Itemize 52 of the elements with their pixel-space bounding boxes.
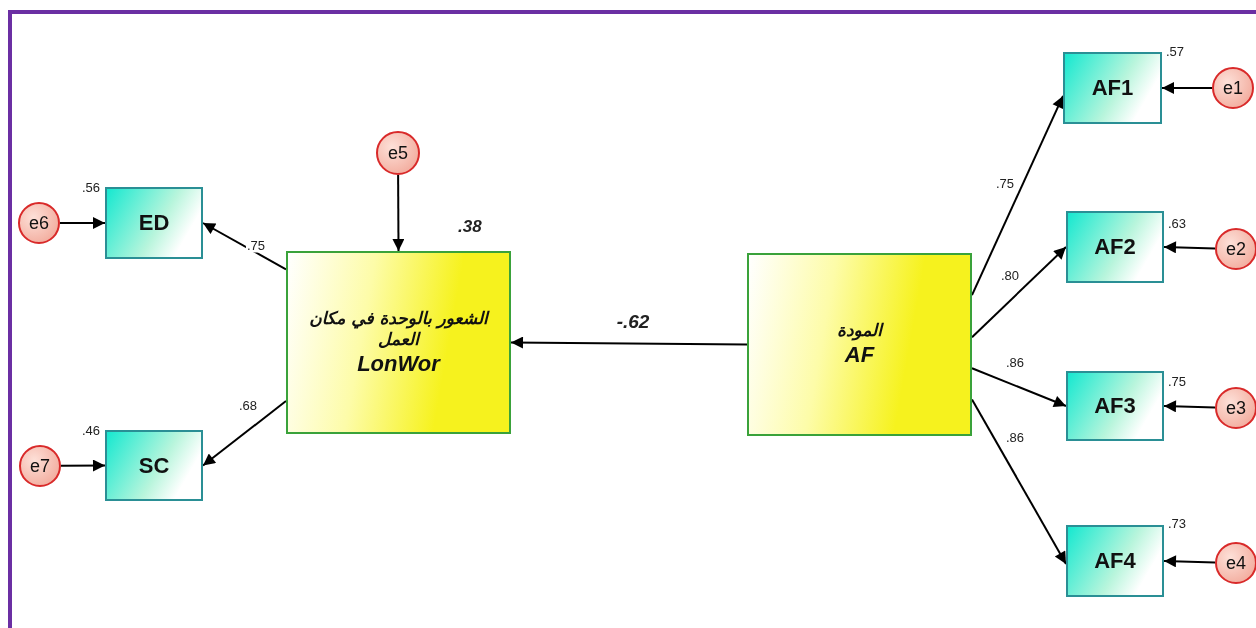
variable-name: AF3 (1094, 393, 1136, 419)
arrow (510, 336, 748, 349)
construct-code: LonWor (357, 350, 440, 378)
variable-name: e6 (29, 212, 49, 234)
variable-name: AF4 (1094, 548, 1136, 574)
arrow (202, 400, 287, 467)
error-term-circle (18, 202, 60, 244)
construct-name: المودة (836, 320, 885, 342)
variable-name: AF2 (1094, 234, 1136, 260)
latent-variable-box (286, 251, 511, 434)
arrow (392, 174, 405, 252)
construct-name: الشعور بالوحدة في مكان العمل (308, 307, 491, 350)
observed-variable-box (105, 187, 203, 259)
variable-name: ED (138, 210, 170, 236)
observed-variable-box (105, 430, 203, 501)
arrow (1161, 82, 1213, 94)
r-squared-value: .38 (458, 217, 482, 237)
observed-variable-box (1066, 371, 1164, 441)
error-term-circle (1215, 387, 1256, 429)
arrow (202, 222, 287, 271)
arrow (971, 398, 1067, 565)
error-term-circle (1212, 67, 1254, 109)
variable-name: e2 (1226, 238, 1246, 260)
arrow (971, 246, 1067, 339)
error-term-circle (376, 131, 420, 175)
variance-value: .75 (1168, 374, 1187, 389)
arrow (60, 459, 106, 472)
variable-name: e4 (1226, 552, 1246, 574)
variable-name: e7 (30, 455, 50, 477)
error-term-circle (19, 445, 61, 487)
observed-variable-box (1066, 211, 1164, 283)
error-term-circle (1215, 542, 1256, 584)
variance-value: .63 (1168, 216, 1187, 231)
variable-name: e3 (1226, 397, 1246, 419)
variance-value: .46 (82, 423, 101, 438)
variance-value: .73 (1168, 516, 1187, 531)
arrow (1163, 241, 1216, 254)
variable-name: SC (138, 452, 170, 479)
variable-name: AF1 (1091, 75, 1134, 101)
arrow (1163, 555, 1216, 568)
latent-variable-box (747, 253, 972, 436)
observed-variable-box (1066, 525, 1164, 597)
variable-name: e5 (388, 142, 408, 164)
observed-variable-box (1063, 52, 1162, 124)
arrow (59, 217, 106, 229)
arrow (971, 367, 1067, 408)
variance-value: .57 (1166, 44, 1185, 59)
variable-name: e1 (1223, 77, 1243, 99)
construct-code: AF (844, 341, 875, 369)
arrow (1163, 400, 1216, 413)
error-term-circle (1215, 228, 1256, 270)
variance-value: .56 (82, 180, 101, 195)
